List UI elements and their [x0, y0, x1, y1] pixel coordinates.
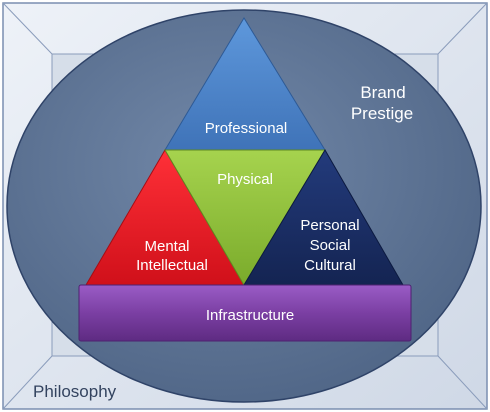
cultural-label: Cultural	[304, 257, 356, 274]
personal-label: Personal	[300, 217, 359, 234]
social-label: Social	[310, 237, 351, 254]
infrastructure-bar	[78, 284, 412, 342]
infrastructure-label: Infrastructure	[206, 307, 294, 324]
brand-label: Brand	[360, 83, 405, 102]
prestige-label: Prestige	[351, 104, 413, 123]
mental-label: Mental	[144, 238, 189, 255]
philosophy-label: Philosophy	[33, 382, 117, 401]
intellectual-label: Intellectual	[136, 257, 208, 274]
professional-label: Professional	[205, 120, 288, 137]
physical-label: Physical	[217, 171, 273, 188]
